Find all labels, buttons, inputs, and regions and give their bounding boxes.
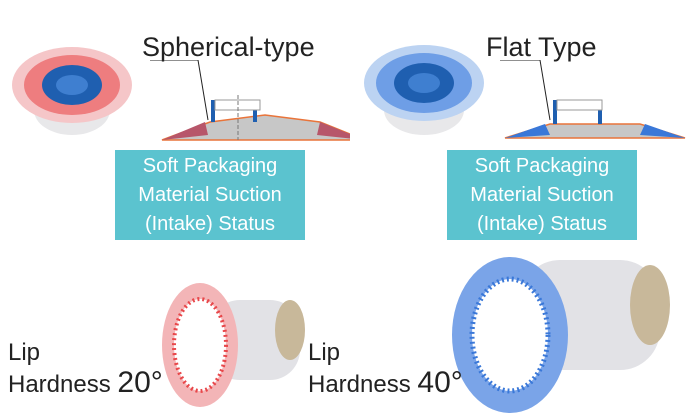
spherical-cup-image	[12, 47, 132, 135]
lip-hardness-20-label: Lip Hardness 20°	[8, 338, 163, 400]
bellows-20-image	[162, 283, 305, 407]
flat-type-title: Flat Type	[486, 32, 597, 62]
bellows-40-image	[452, 257, 670, 413]
callout-line: Soft Packaging	[474, 155, 610, 177]
spherical-cross-section	[150, 60, 350, 141]
hardness-value: 20°	[117, 366, 163, 399]
hardness-label: Hardness	[308, 371, 411, 398]
spherical-callout: Soft Packaging Material Suction (Intake)…	[115, 150, 305, 240]
lip-label: Lip	[308, 339, 341, 366]
spherical-type-title: Spherical-type	[142, 32, 315, 62]
callout-line: (Intake) Status	[476, 213, 608, 235]
callout-line: (Intake) Status	[144, 213, 276, 235]
callout-line: Material Suction	[138, 184, 282, 206]
lip-label: Lip	[8, 339, 41, 366]
callout-line: Soft Packaging	[142, 155, 278, 177]
lip-hardness-40-label: Lip Hardness 40°	[308, 338, 463, 400]
flat-cross-section	[500, 60, 686, 139]
flat-callout: Soft Packaging Material Suction (Intake)…	[447, 150, 637, 240]
hardness-value: 40°	[417, 366, 463, 399]
callout-line: Material Suction	[470, 184, 614, 206]
flat-cup-image	[364, 45, 484, 135]
hardness-label: Hardness	[8, 371, 111, 398]
